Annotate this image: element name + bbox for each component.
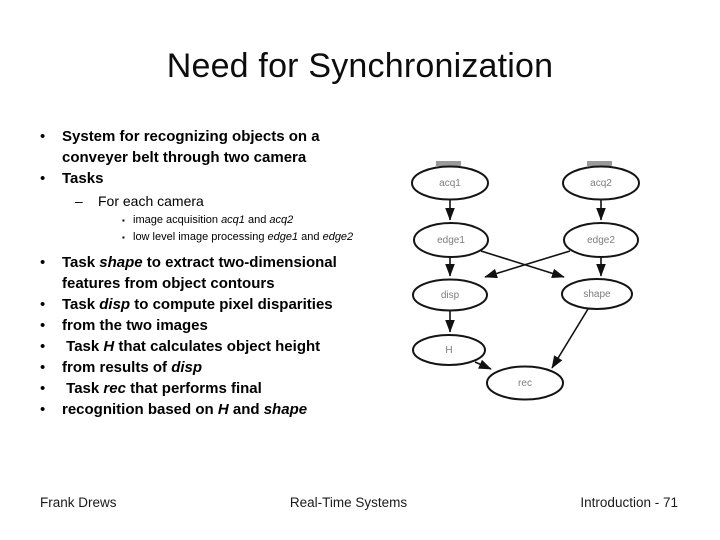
- bullet-content: • System for recognizing objects on a co…: [40, 126, 388, 420]
- bullet-icon: •: [40, 338, 46, 355]
- text-segment: H: [217, 401, 229, 418]
- node-shape: shape: [561, 278, 633, 310]
- footer-author: Frank Drews: [40, 495, 117, 510]
- list-item-text: recognition based on H and shape: [62, 399, 388, 420]
- text-segment: Task: [62, 254, 100, 271]
- node-acq2-label: acq2: [590, 178, 612, 189]
- node-edge2-label: edge2: [587, 235, 615, 246]
- list-item-text: System for recognizing objects on a conv…: [62, 126, 388, 168]
- text-segment: that calculates object height: [114, 338, 321, 355]
- text-segment: and: [228, 401, 264, 418]
- text-segment: low level image processing: [133, 231, 268, 243]
- square-bullet-icon: ▪: [122, 233, 125, 242]
- text-segment: rec: [103, 380, 126, 397]
- list-item-text: Task rec that performs final: [62, 378, 388, 399]
- list-item: • Task H that calculates object height: [40, 336, 388, 357]
- text-segment: Tasks: [62, 170, 104, 187]
- footer-course: Real-Time Systems: [289, 495, 408, 510]
- bullet-icon: •: [40, 380, 46, 397]
- lower-bullet-list: • Task shape to extract two-dimensional …: [40, 252, 388, 420]
- bullet-icon: •: [40, 401, 46, 418]
- slide-footer: Frank Drews Real-Time Systems Introducti…: [40, 495, 678, 510]
- dash-icon: –: [75, 193, 83, 209]
- scan-artifact-bar: [436, 161, 461, 166]
- text-segment: and: [244, 214, 270, 226]
- node-disp-label: disp: [441, 290, 460, 301]
- list-item: • System for recognizing objects on a co…: [40, 126, 388, 168]
- bullet-icon: •: [40, 254, 46, 271]
- list-item: • Task shape to extract two-dimensional …: [40, 252, 388, 294]
- list-item: ▪ image acquisition acq1 and acq2: [122, 214, 372, 227]
- list-item-text: low level image processing edge1 and edg…: [133, 231, 353, 244]
- node-rec: rec: [486, 365, 564, 401]
- text-segment: System for recognizing objects on a conv…: [62, 128, 320, 166]
- page-title: Need for Synchronization: [166, 47, 554, 85]
- list-item: – For each camera: [75, 191, 388, 211]
- edge-edge1-shape: [480, 250, 565, 278]
- node-h: H: [412, 334, 486, 366]
- footer-page: Introduction - 71: [580, 495, 678, 510]
- list-item: • from the two images: [40, 315, 388, 336]
- bullet-icon: •: [40, 296, 46, 313]
- list-item: • recognition based on H and shape: [40, 399, 388, 420]
- edge-shape-rec: [551, 308, 589, 369]
- text-segment: to extract two-dimensional features from…: [62, 254, 337, 292]
- edge-edge2-disp: [484, 250, 571, 279]
- bullet-icon: •: [40, 359, 46, 376]
- text-segment: from results of: [62, 359, 172, 376]
- list-item-text: For each camera: [98, 193, 204, 209]
- list-item-text: Tasks: [62, 168, 388, 189]
- node-acq1: acq1: [411, 165, 489, 201]
- list-item-text: image acquisition acq1 and acq2: [133, 214, 293, 227]
- node-acq2: acq2: [562, 165, 640, 201]
- node-h-label: H: [445, 345, 452, 356]
- scan-artifact-bar: [587, 161, 612, 166]
- text-segment: edge2: [322, 231, 354, 243]
- bullet-icon: •: [40, 170, 46, 187]
- text-segment: Task: [62, 338, 104, 355]
- list-item-text: Task disp to compute pixel disparities: [62, 294, 388, 315]
- list-item-text: Task shape to extract two-dimensional fe…: [62, 252, 388, 294]
- task-graph-diagram: acq1 acq2 edge1 edge2 disp shape H rec: [411, 161, 640, 401]
- node-edge1-label: edge1: [437, 235, 465, 246]
- list-item: • from results of disp: [40, 357, 388, 378]
- list-item-text: from the two images: [62, 315, 388, 336]
- text-segment: disp: [171, 359, 203, 376]
- text-segment: Task: [62, 296, 100, 313]
- node-acq1-label: acq1: [439, 178, 461, 189]
- text-segment: acq1: [221, 214, 245, 226]
- text-segment: shape: [263, 401, 308, 418]
- text-segment: that performs final: [125, 380, 262, 397]
- text-segment: acq2: [269, 214, 294, 226]
- node-disp: disp: [412, 278, 488, 312]
- text-segment: from the two images: [62, 317, 208, 334]
- text-segment: recognition based on: [62, 401, 218, 418]
- list-item: • Task rec that performs final: [40, 378, 388, 399]
- node-edge1: edge1: [413, 222, 489, 258]
- bullet-icon: •: [40, 128, 46, 145]
- list-item-text: Task H that calculates object height: [62, 336, 388, 357]
- text-segment: edge1: [267, 231, 299, 243]
- list-item: ▪ low level image processing edge1 and e…: [122, 231, 372, 244]
- text-segment: to compute pixel disparities: [130, 296, 333, 313]
- text-segment: disp: [99, 296, 131, 313]
- text-segment: H: [103, 338, 115, 355]
- node-rec-label: rec: [518, 378, 532, 389]
- text-segment: Task: [62, 380, 104, 397]
- edge-h-rec: [474, 359, 492, 370]
- list-item: • Tasks: [40, 168, 388, 189]
- text-segment: and: [298, 231, 323, 243]
- text-segment: image acquisition: [133, 214, 222, 226]
- bullet-icon: •: [40, 317, 46, 334]
- node-shape-label: shape: [583, 289, 611, 300]
- list-item: • Task disp to compute pixel disparities: [40, 294, 388, 315]
- text-segment: shape: [99, 254, 143, 271]
- list-item-text: from results of disp: [62, 357, 388, 378]
- node-edge2: edge2: [563, 222, 639, 258]
- square-bullet-icon: ▪: [122, 216, 125, 225]
